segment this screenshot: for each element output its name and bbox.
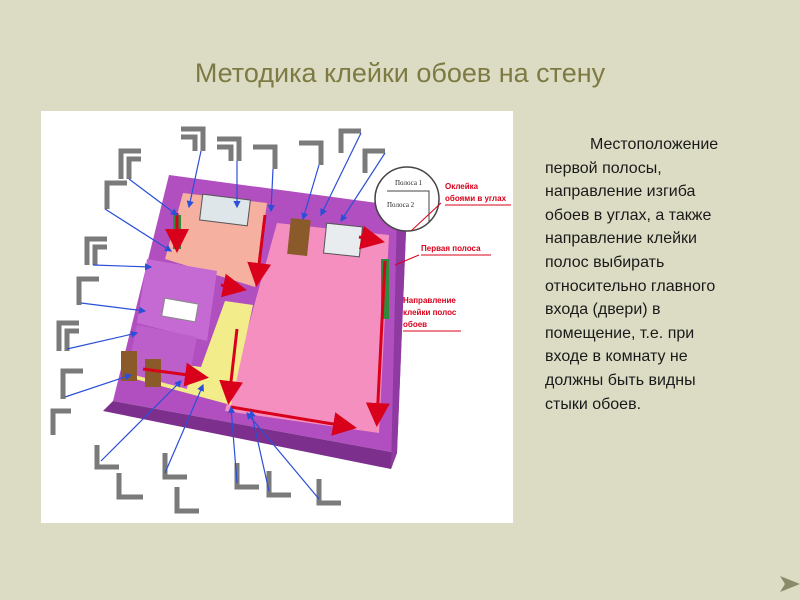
strip-inset: Полоса 1 Полоса 2 — [374, 166, 440, 232]
inset-strip2-label: Полоса 2 — [387, 201, 415, 209]
window — [199, 193, 251, 227]
corner-sketch — [234, 463, 259, 490]
door — [145, 359, 161, 387]
direction-callout-line3: обоев — [403, 320, 427, 329]
corners-callout-line1: Оклейка — [445, 182, 479, 191]
corner-sketches — [50, 126, 385, 514]
corner-sketch — [316, 479, 341, 506]
corner-sketch — [116, 473, 143, 500]
corner-sketch — [60, 368, 83, 399]
corner-sketch — [362, 148, 385, 173]
direction-callout-line1: Направление — [403, 296, 456, 305]
direction-callout-line2: клейки полос — [403, 308, 457, 317]
corner-sketch — [181, 126, 206, 151]
corners-callout-label: Оклейка обоями в углах — [445, 182, 507, 203]
callouts: Оклейка обоями в углах Первая полоса Нап… — [394, 182, 511, 332]
direction-callout-label: Направление клейки полос обоев — [403, 296, 459, 329]
corner-sketch — [56, 320, 79, 351]
corner-sketch — [104, 180, 127, 209]
corner-sketch — [84, 236, 107, 265]
corners-callout-line2: обоями в углах — [445, 194, 507, 203]
bathtub — [161, 297, 199, 323]
door — [287, 218, 311, 256]
slide-title: Методика клейки обоев на стену — [194, 58, 606, 88]
corner-sketch — [338, 128, 361, 153]
corner-pointers — [64, 132, 386, 500]
corner-sketch — [94, 445, 119, 470]
corner-sketch — [299, 140, 324, 165]
apartment-diagram-svg: Полоса 1 Полоса 2 Оклейка обоями в углах… — [50, 126, 511, 514]
corner-sketch — [162, 453, 187, 480]
corner-sketch — [174, 487, 199, 514]
first-strip-callout-label: Первая полоса — [421, 244, 481, 253]
corner-sketch — [253, 144, 278, 169]
window — [322, 222, 364, 258]
corner-sketch — [76, 276, 99, 305]
corner-sketch — [118, 148, 141, 179]
corner-sketch — [266, 471, 291, 498]
apartment-diagram: Полоса 1 Полоса 2 Оклейка обоями в углах… — [41, 111, 513, 523]
corner-sketch — [217, 136, 242, 161]
corner-sketch — [50, 408, 71, 435]
door — [121, 351, 137, 381]
inset-strip1-label: Полоса 1 — [395, 179, 423, 187]
next-arrow-icon[interactable] — [780, 576, 800, 592]
description-text: Местоположение первой полосы, направлени… — [545, 136, 719, 413]
